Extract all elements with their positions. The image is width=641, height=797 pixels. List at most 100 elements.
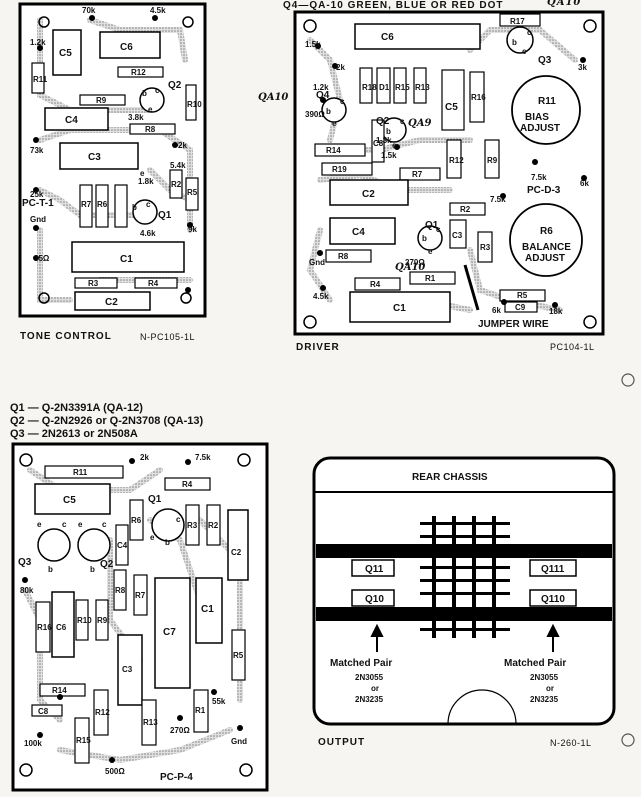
pre-val-1: 7.5k — [195, 453, 211, 462]
pre-part-C5: C5 — [63, 495, 76, 506]
drv-part-R4: R4 — [370, 280, 381, 289]
pre-part-C3: C3 — [122, 665, 133, 674]
pre-pin-0: e — [150, 533, 155, 542]
tone-pin-c1: c — [155, 86, 160, 95]
tone-part-Q1: Q1 — [158, 210, 172, 221]
drv-hand-left: QA10 — [258, 92, 288, 103]
pre-val-3: 55k — [212, 697, 226, 706]
drv-pin-4: c — [340, 97, 345, 106]
pre-part-Q1: Q1 — [148, 494, 162, 505]
drv-pin-11: e — [428, 247, 433, 256]
drv-val-10: Gnd — [309, 258, 325, 267]
tone-pin-c2: c — [146, 200, 151, 209]
pre-val-4: 270Ω — [170, 726, 190, 735]
chassis-right-type-0: 2N3055 — [530, 673, 559, 682]
pre-part-C6: C6 — [56, 623, 67, 632]
drv-part-R18: R18 — [362, 83, 377, 92]
legend-q2: Q2 — Q-2N2926 or Q-2N3708 (QA-13) — [10, 415, 204, 427]
tone-control-board: 1.2k 70k 4.5k 3.8k 73k 4.6k 25k Gnd 35Ω … — [18, 2, 207, 318]
drv-jumper-label: JUMPER WIRE — [478, 319, 549, 330]
drv-part-C5: C5 — [445, 102, 458, 113]
tone-val-12: 1.8k — [138, 177, 154, 186]
punch-hole-mark-2 — [621, 733, 635, 747]
pre-board-id: PC-P-4 — [160, 772, 193, 783]
tone-part-C4: C4 — [65, 115, 78, 126]
pre-part-C8: C8 — [38, 707, 49, 716]
pre-val-7: 500Ω — [105, 767, 125, 776]
punch-hole-mark — [621, 373, 635, 387]
pre-pin-7: b — [90, 565, 95, 574]
drv-part-Q1: Q1 — [425, 220, 439, 231]
tone-part-R10: R10 — [187, 100, 202, 109]
drv-part-C2: C2 — [362, 189, 375, 200]
pre-pin-3: e — [37, 520, 42, 529]
tone-val-2: 4.5k — [150, 6, 166, 15]
pre-part-R1: R1 — [195, 706, 206, 715]
legend-q3: Q3 — 2N2613 or 2N508A — [10, 428, 138, 440]
tone-part-R3: R3 — [88, 279, 99, 288]
drv-pin-3: b — [326, 107, 331, 116]
drv-pin-10: c — [436, 225, 441, 234]
legend-q1: Q1 — Q-2N3391A (QA-12) — [10, 402, 143, 414]
tone-part-C1: C1 — [120, 254, 133, 265]
drv-hand-q2: QA9 — [408, 118, 431, 129]
tone-val-9: 9k — [188, 225, 197, 234]
drv-pin-8: e — [392, 141, 397, 150]
drv-bal-l1: BALANCE — [522, 242, 571, 253]
chassis-q111: Q111 — [541, 564, 565, 575]
drv-pin-5: e — [332, 119, 337, 128]
drv-val-9: 7.5k — [490, 195, 506, 204]
pre-val-0: 2k — [140, 453, 149, 462]
tone-val-5: 4.6k — [140, 229, 156, 238]
drv-val-6: 3k — [578, 63, 587, 72]
drv-pin-1: c — [527, 28, 532, 37]
drv-part-Q3: Q3 — [538, 55, 552, 66]
chassis-q110: Q110 — [541, 594, 565, 605]
tone-part-R6: R6 — [97, 200, 108, 209]
drv-part-R14: R14 — [326, 146, 341, 155]
drv-part-R13: R13 — [415, 83, 430, 92]
drv-pin-9: b — [422, 234, 427, 243]
drv-val-0: 1.5k — [305, 40, 321, 49]
pre-pin-5: c — [62, 520, 67, 529]
drv-part-C4: C4 — [352, 227, 365, 238]
tone-val-10: 2k — [178, 141, 187, 150]
drv-val-4: 1.3k — [376, 136, 392, 145]
drv-part-C3: C3 — [452, 231, 463, 240]
pre-val-2: 80k — [20, 586, 34, 595]
pre-part-R2: R2 — [208, 521, 219, 530]
tone-val-1: 70k — [82, 6, 96, 15]
drv-val-3: 390Ω — [305, 110, 325, 119]
drv-part-R3: R3 — [480, 243, 491, 252]
output-caption: OUTPUT — [318, 737, 366, 748]
chassis-q10: Q10 — [365, 594, 384, 605]
drv-part-R2: R2 — [460, 205, 471, 214]
drv-val-8: 6k — [580, 179, 589, 188]
pre-pin-2: b — [165, 538, 170, 547]
drv-pin-6: b — [386, 127, 391, 136]
drv-bias-l2: ADJUST — [520, 123, 560, 134]
tone-val-7: Gnd — [30, 215, 46, 224]
rear-chassis-box: REAR CHASSIS Q11 Q10 Q111 Q110 Matched P… — [312, 456, 616, 726]
pre-part-R14: R14 — [52, 686, 67, 695]
drv-part-R8: R8 — [338, 252, 349, 261]
tone-val-6: 25k — [30, 190, 44, 199]
drv-part-R6: R6 — [540, 226, 553, 237]
tone-part-C2: C2 — [105, 297, 118, 308]
drv-part-R11: R11 — [538, 96, 556, 107]
tone-pin-b2: b — [132, 203, 137, 212]
drv-part-C9: C9 — [515, 303, 526, 312]
tone-caption: TONE CONTROL — [20, 331, 112, 342]
pre-part-Q3: Q3 — [18, 557, 32, 568]
tone-part-C5: C5 — [59, 48, 72, 59]
drv-val-13: 4.5k — [313, 292, 329, 301]
pre-part-R12: R12 — [95, 708, 110, 717]
drv-part-R1: R1 — [425, 274, 436, 283]
chassis-right-type-1: or — [546, 684, 554, 693]
drv-part-R19: R19 — [332, 165, 347, 174]
pre-val-5: Gnd — [231, 737, 247, 746]
drv-part-R12: R12 — [449, 156, 464, 165]
